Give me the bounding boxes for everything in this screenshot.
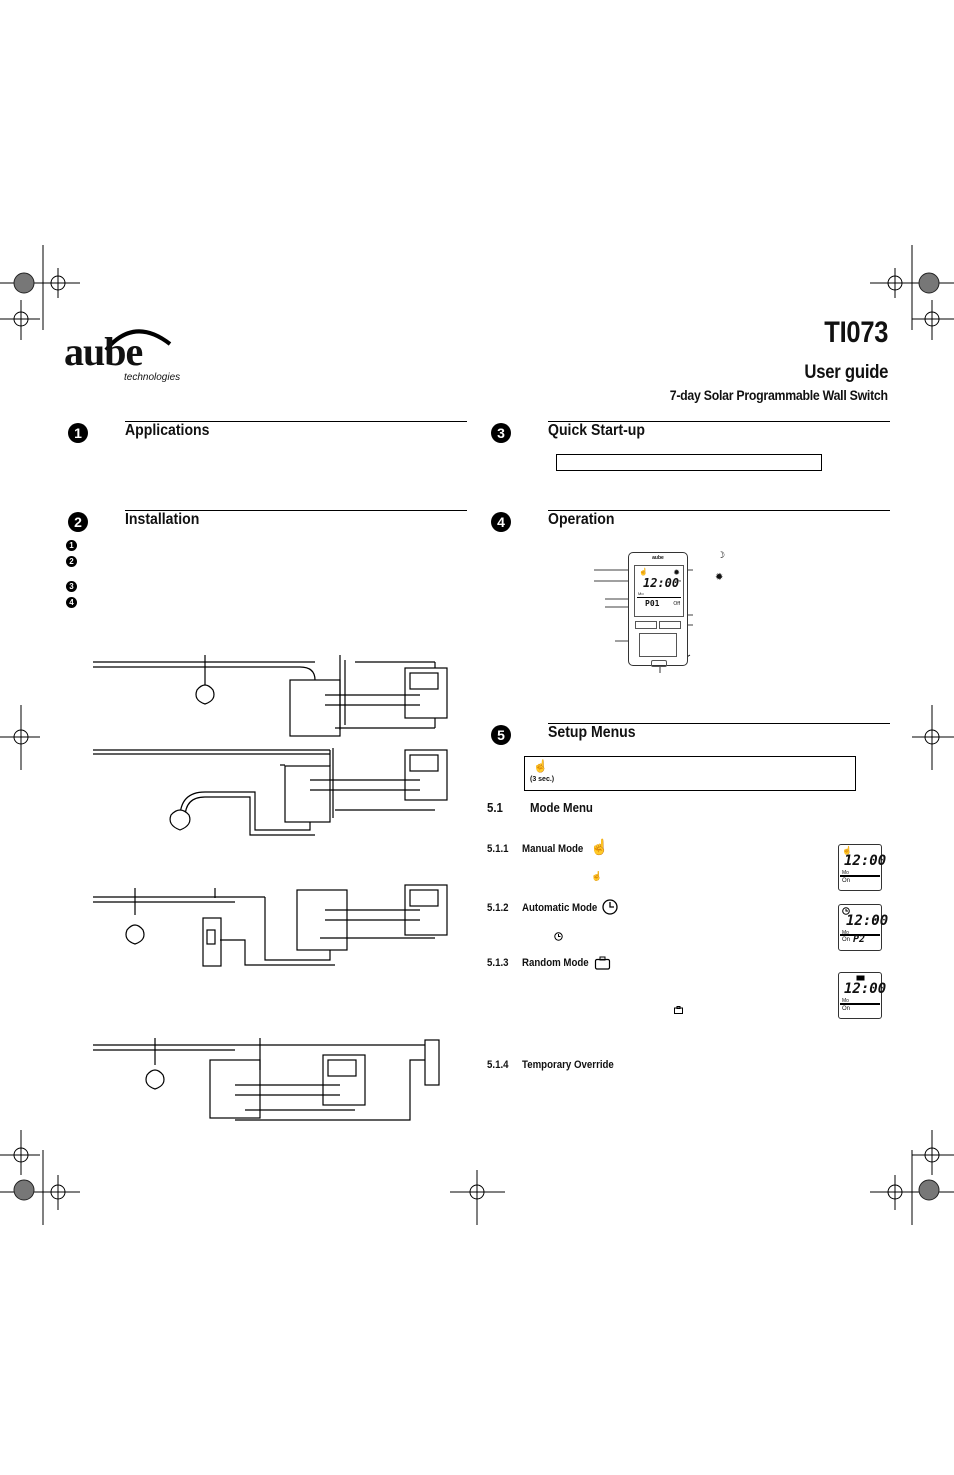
lcd-time: 12:00: [846, 913, 889, 929]
suitcase-icon: [594, 956, 611, 970]
product-name: 7-day Solar Programmable Wall Switch: [669, 387, 888, 403]
lcd-time: 12:00: [844, 853, 887, 869]
temporary-override-number: 5.1.4: [487, 1059, 509, 1071]
clock-icon: [842, 907, 850, 915]
manual-mode-number: 5.1.1: [487, 843, 509, 855]
random-mode-number: 5.1.3: [487, 957, 509, 969]
section-title-setup-menus: Setup Menus: [548, 724, 636, 741]
device-program: P01: [645, 599, 660, 608]
section-rule: [548, 510, 890, 511]
sun-icon: ✹: [673, 568, 680, 577]
section-rule: [125, 421, 467, 422]
logo-subtext: technologies: [124, 372, 181, 383]
lcd-automatic-mode: 12:00 pm Mo On P2: [838, 904, 888, 951]
install-step-marker: 3: [66, 581, 77, 592]
manual-mode-icon: ☝: [842, 846, 852, 855]
device-brand: aube: [652, 555, 664, 561]
install-step-marker: 2: [66, 556, 77, 567]
suitcase-icon-inline: [674, 1006, 683, 1014]
manual-mode-icon: ☝: [639, 569, 648, 576]
device-time: 12:00: [643, 576, 680, 590]
manual-mode-icon: ☝: [590, 839, 609, 856]
lcd-random-mode: 12:00 Mo On: [838, 972, 886, 1019]
lcd-day: Mo: [842, 998, 849, 1004]
random-mode-title: Random Mode: [522, 957, 589, 969]
device-screen-divider: [637, 597, 681, 598]
device-body: aube ☝ ✹ 12:00 pm Mo P01 Off: [628, 552, 688, 667]
moon-icon: ☽: [717, 550, 726, 560]
automatic-mode-number: 5.1.2: [487, 902, 509, 914]
lcd-state: On: [842, 1006, 851, 1012]
manual-mode-title: Manual Mode: [522, 843, 584, 855]
sun-icon: ✹: [715, 572, 724, 583]
mode-menu-title: Mode Menu: [530, 800, 593, 815]
device-diagram: aube ☝ ✹ 12:00 pm Mo P01 Off: [590, 545, 740, 675]
install-step-marker: 1: [66, 540, 77, 551]
wiring-diagrams: [93, 655, 448, 1121]
section-title-installation: Installation: [125, 511, 200, 528]
press-duration-label: (3 sec.): [530, 776, 555, 783]
doc-type: User guide: [804, 362, 888, 383]
mode-menu-number: 5.1: [487, 800, 503, 815]
lcd-divider: [840, 934, 880, 936]
section-number: 4: [491, 512, 511, 532]
lcd-state: On: [842, 878, 851, 884]
aube-logo: aube technologies: [64, 322, 184, 386]
logo-text: aube: [64, 329, 143, 374]
device-button-left[interactable]: [635, 621, 657, 629]
logo-arc-icon: [104, 329, 172, 352]
lcd-day: Mo: [842, 870, 849, 876]
lcd-divider: [840, 875, 880, 877]
section-number: 1: [68, 423, 88, 443]
lcd-day: Mo: [842, 930, 849, 936]
device-solar-panel: [639, 633, 677, 657]
lcd-time: 12:00: [844, 981, 887, 997]
suitcase-icon: [856, 975, 865, 981]
device-bottom-button[interactable]: [651, 660, 667, 667]
section-title-applications: Applications: [125, 422, 210, 439]
section-title-operation: Operation: [548, 511, 615, 528]
section-rule: [548, 421, 890, 422]
section-rule: [548, 723, 890, 724]
model-title: TI073: [824, 316, 888, 349]
device-screen: ☝ ✹ 12:00 pm Mo P01 Off: [634, 565, 684, 617]
section-number: 2: [68, 512, 88, 532]
install-step-marker: 4: [66, 597, 77, 608]
device-state: Off: [673, 601, 680, 607]
lcd-pm: pm: [872, 917, 879, 923]
device-pm: pm: [675, 578, 681, 583]
lcd-manual-mode: ☝ 12:00 Mo On: [838, 844, 886, 891]
section-rule: [125, 510, 467, 511]
lcd-program: P2: [853, 934, 866, 945]
section-number: 3: [491, 423, 511, 443]
device-day: Mo: [638, 591, 644, 596]
setup-note-box: ☝ (3 sec.): [524, 756, 856, 791]
quick-start-box: [556, 454, 822, 471]
hand-press-icon: ☝: [533, 759, 548, 773]
section-number: 5: [491, 725, 511, 745]
lcd-divider: [840, 1003, 880, 1005]
lcd-state: On: [842, 937, 851, 943]
clock-icon: [602, 899, 618, 915]
temporary-override-title: Temporary Override: [522, 1059, 614, 1071]
automatic-mode-title: Automatic Mode: [522, 902, 598, 914]
device-button-right[interactable]: [659, 621, 681, 629]
clock-icon-inline: [554, 932, 563, 941]
manual-mode-icon-inline: ☝: [591, 871, 603, 881]
section-title-quick-start: Quick Start-up: [548, 422, 646, 439]
